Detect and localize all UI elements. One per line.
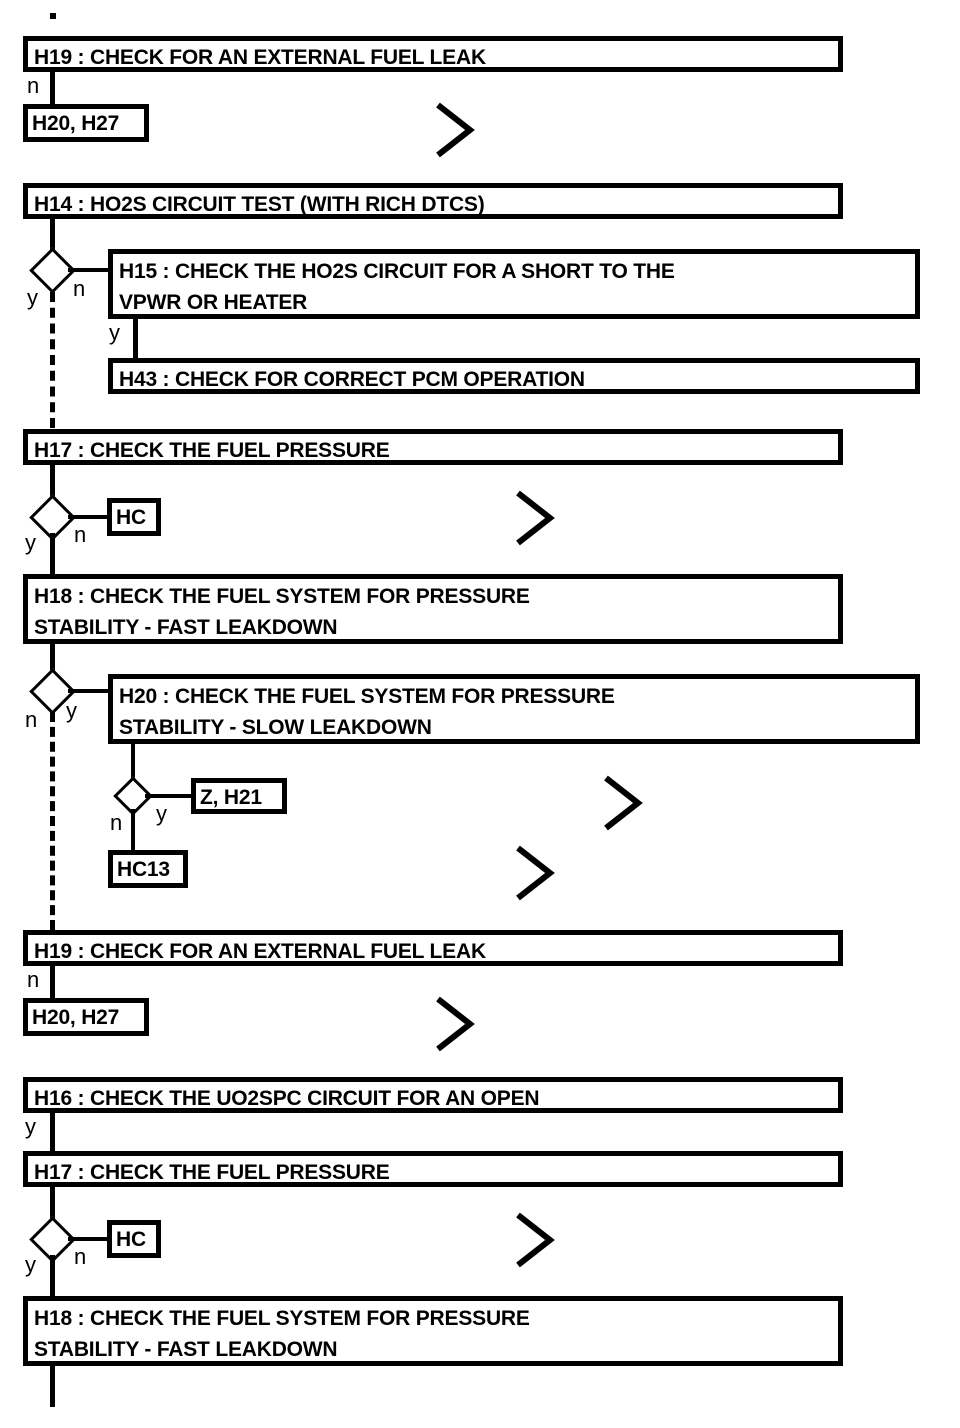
connector-h20-to-decision-4 (131, 743, 135, 779)
branch-label-y-2: y (109, 320, 120, 345)
node-h17-check-fuel-pressure-2[interactable]: H17 : CHECK THE FUEL PRESSURE (23, 1151, 843, 1187)
connector-h19b-to-h20h27 (50, 965, 55, 999)
ref-box-hc-2[interactable]: HC (107, 1220, 161, 1258)
chevron-right-icon-3 (600, 772, 646, 834)
node-h17-check-fuel-pressure-1[interactable]: H17 : CHECK THE FUEL PRESSURE (23, 429, 843, 465)
node-h15-ho2s-short-vpwr-heater[interactable]: H15 : CHECK THE HO2S CIRCUIT FOR A SHORT… (108, 249, 920, 319)
top-dot-marker (50, 13, 56, 19)
branch-label-n-7: n (74, 1244, 87, 1269)
connector-h18b-continues-down (50, 1365, 55, 1407)
connector-h17-to-decision-2 (50, 464, 55, 502)
branch-label-y-1: y (27, 285, 38, 310)
branch-label-n-6: n (27, 967, 40, 992)
ref-box-hc-1[interactable]: HC (107, 498, 161, 536)
connector-decision2-to-hc (68, 515, 110, 519)
branch-label-n-4: n (25, 707, 38, 732)
branch-label-y-5: y (156, 801, 167, 826)
branch-label-n-5: n (110, 810, 123, 835)
connector-h18-to-decision-3 (50, 643, 55, 673)
chevron-right-icon-5 (432, 993, 478, 1055)
node-h19-external-fuel-leak-2[interactable]: H19 : CHECK FOR AN EXTERNAL FUEL LEAK (23, 930, 843, 966)
branch-label-y-3: y (25, 530, 36, 555)
node-h16-uo2spc-circuit-open[interactable]: H16 : CHECK THE UO2SPC CIRCUIT FOR AN OP… (23, 1077, 843, 1113)
connector-decision1-to-h15 (68, 268, 110, 272)
branch-label-y-6: y (25, 1114, 36, 1139)
branch-label-n-3: n (74, 522, 87, 547)
connector-h14-to-decision-1 (50, 218, 55, 252)
node-h14-ho2s-circuit-test[interactable]: H14 : HO2S CIRCUIT TEST (WITH RICH DTCS) (23, 183, 843, 219)
node-h20-slow-leakdown[interactable]: H20 : CHECK THE FUEL SYSTEM FOR PRESSURE… (108, 674, 920, 744)
connector-decision3-n-to-h19 (50, 712, 55, 930)
connector-h16-to-h17 (50, 1112, 55, 1152)
branch-label-y-4: y (66, 698, 77, 723)
branch-label-n-2: n (73, 276, 86, 301)
ref-box-h20-h27-2[interactable]: H20, H27 (23, 998, 149, 1036)
connector-h19-to-h20h27 (50, 71, 55, 105)
branch-label-y-7: y (25, 1252, 36, 1277)
node-h18-fast-leakdown-2[interactable]: H18 : CHECK THE FUEL SYSTEM FOR PRESSURE… (23, 1296, 843, 1366)
connector-decision3-to-h20 (68, 689, 110, 693)
connector-decision4-to-z-h21 (145, 794, 193, 798)
connector-decision2-y-to-h18 (50, 533, 55, 575)
connector-decision5-to-hc (68, 1237, 110, 1241)
connector-decision5-y-to-h18 (50, 1255, 55, 1297)
node-h43-correct-pcm-operation[interactable]: H43 : CHECK FOR CORRECT PCM OPERATION (108, 358, 920, 394)
branch-label-n-1: n (27, 73, 40, 98)
node-h19-external-fuel-leak-1[interactable]: H19 : CHECK FOR AN EXTERNAL FUEL LEAK (23, 36, 843, 72)
chevron-right-icon-2 (512, 487, 558, 549)
connector-decision4-n-to-hc13 (131, 809, 135, 851)
connector-h15-to-h43 (133, 318, 138, 360)
ref-box-h20-h27-1[interactable]: H20, H27 (23, 104, 149, 142)
chevron-right-icon-6 (512, 1209, 558, 1271)
node-h18-fast-leakdown-1[interactable]: H18 : CHECK THE FUEL SYSTEM FOR PRESSURE… (23, 574, 843, 644)
ref-box-z-h21[interactable]: Z, H21 (191, 778, 287, 814)
ref-box-hc13[interactable]: HC13 (108, 850, 188, 888)
chevron-right-icon-4 (512, 842, 558, 904)
chevron-right-icon-1 (432, 99, 478, 161)
connector-decision1-y-to-h17 (50, 292, 55, 428)
connector-h17b-to-decision-5 (50, 1186, 55, 1224)
